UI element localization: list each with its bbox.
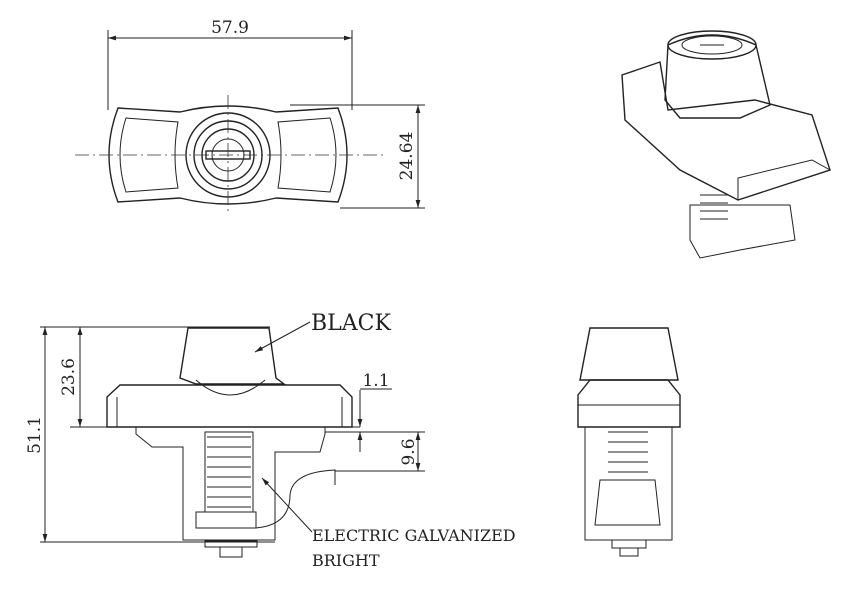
top-view — [75, 30, 425, 215]
isometric-view — [621, 30, 831, 259]
dim-knob-height: 23.6 — [59, 358, 79, 396]
dim-total-height: 51.1 — [25, 416, 45, 454]
leader-black — [254, 321, 311, 353]
front-view — [40, 321, 425, 558]
callout-black: BLACK — [311, 311, 391, 336]
leader-galvanized — [261, 477, 313, 533]
dim-flange-gap: 1.1 — [362, 371, 389, 391]
callout-bright: BRIGHT — [312, 551, 380, 570]
dim-width-top: 57.9 — [211, 18, 249, 38]
side-view — [577, 327, 681, 557]
dim-height-top: 24.64 — [397, 132, 417, 181]
spring — [207, 436, 251, 508]
dim-cam-offset: 9.6 — [399, 438, 419, 465]
callout-galvanized: ELECTRIC GALVANIZED — [312, 526, 516, 545]
